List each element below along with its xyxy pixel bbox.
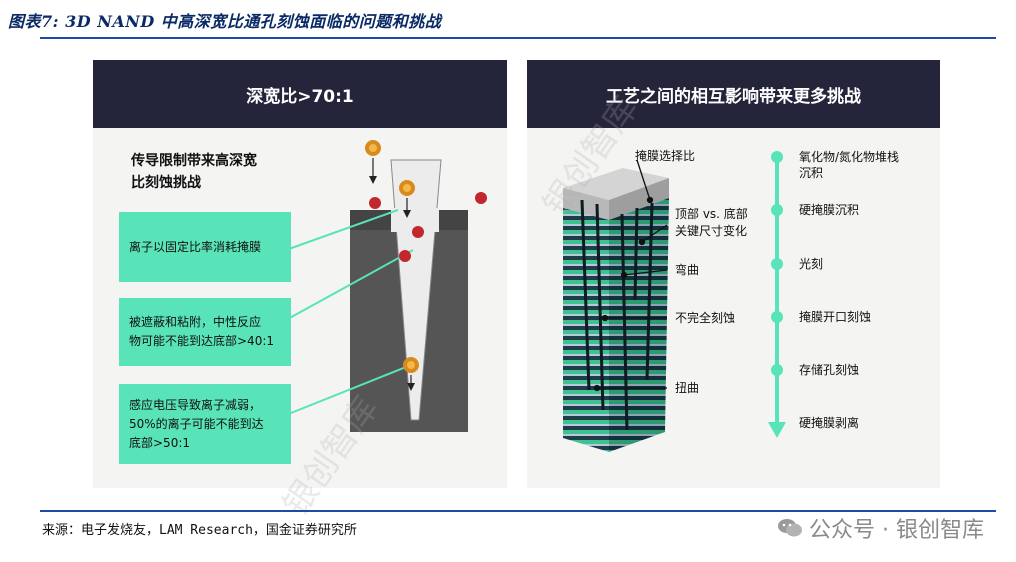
stack-side-face bbox=[609, 198, 669, 452]
label-bowing: 弯曲 bbox=[675, 263, 700, 277]
wechat-text: 公众号 · 银创智库 bbox=[809, 518, 984, 543]
neutral-particle-2 bbox=[475, 192, 487, 204]
ion-particle-2 bbox=[399, 180, 415, 218]
step-label-2: 硬掩膜沉积 bbox=[799, 203, 860, 217]
step-label-4: 掩膜开口刻蚀 bbox=[799, 310, 872, 324]
label-incomplete-etch: 不完全刻蚀 bbox=[675, 311, 736, 325]
top-rule bbox=[40, 37, 996, 39]
step-dot-3 bbox=[771, 258, 783, 270]
etch-hole-diagram bbox=[285, 140, 487, 432]
memory-holes bbox=[580, 199, 654, 431]
wechat-badge: 公众号 · 银创智库 bbox=[777, 512, 984, 544]
label-top-bottom-line-1: 顶部 vs. 底部 bbox=[675, 207, 748, 221]
ion-particle-1 bbox=[365, 140, 381, 184]
box-1-text: 离子以固定比率消耗掩膜 bbox=[129, 240, 262, 254]
box-2-line-1: 被遮蔽和粘附，中性反应 bbox=[129, 315, 262, 329]
source-note: 来源：电子发烧友，LAM Research，国金证券研究所 bbox=[42, 523, 357, 538]
right-panel: 工艺之间的相互影响带来更多挑战 bbox=[527, 60, 940, 488]
step-dot-5 bbox=[771, 364, 783, 376]
box-2-line-2: 物可能不能到达底部>40:1 bbox=[129, 334, 275, 348]
text-box-3: 感应电压导致离子减弱， 50%的离子可能不能到达 底部>50:1 bbox=[119, 384, 291, 464]
step-label-3: 光刻 bbox=[799, 257, 824, 271]
lead-line-1: 传导限制带来高深宽 bbox=[131, 153, 257, 169]
lead-text: 传导限制带来高深宽 比刻蚀挑战 bbox=[131, 150, 257, 194]
left-panel-header: 深宽比>70:1 bbox=[93, 60, 507, 128]
nand-stack-diagram bbox=[563, 151, 786, 452]
text-box-2: 被遮蔽和粘附，中性反应 物可能不能到达底部>40:1 bbox=[119, 298, 291, 366]
right-panel-header: 工艺之间的相互影响带来更多挑战 bbox=[527, 60, 940, 128]
wechat-icon bbox=[778, 519, 803, 537]
label-twisting: 扭曲 bbox=[675, 381, 700, 395]
step-1-line-1: 氧化物/氮化物堆栈 bbox=[799, 150, 900, 164]
connector-2 bbox=[285, 249, 414, 321]
left-panel: 深宽比>70:1 传导限制带来高深宽 比刻蚀挑战 bbox=[93, 60, 507, 488]
step-dot-4 bbox=[771, 311, 783, 323]
neutral-particle-1 bbox=[369, 197, 381, 209]
ion-particle-3 bbox=[403, 357, 419, 391]
label-mask-ratio: 掩膜选择比 bbox=[635, 149, 696, 163]
connector-3 bbox=[285, 364, 412, 416]
timeline-arrow bbox=[768, 422, 786, 438]
step-label-6: 硬掩膜剥离 bbox=[799, 416, 860, 430]
step-dot-1 bbox=[771, 151, 783, 163]
step-dot-2 bbox=[771, 204, 783, 216]
box-3-line-3: 底部>50:1 bbox=[129, 436, 191, 450]
figure-title: 图表7: 3D NAND 中高深宽比通孔刻蚀面临的问题和挑战 bbox=[8, 12, 442, 31]
box-3-line-2: 50%的离子可能不能到达 bbox=[129, 417, 264, 431]
step-1-line-2: 沉积 bbox=[799, 166, 824, 180]
label-top-bottom-line-2: 关键尺寸变化 bbox=[675, 224, 748, 238]
box-3-line-1: 感应电压导致离子减弱， bbox=[129, 398, 262, 412]
neutral-particle-4 bbox=[399, 250, 411, 262]
step-label-5: 存储孔刻蚀 bbox=[799, 363, 860, 377]
mask-slab-side bbox=[609, 178, 669, 220]
neutral-particle-3 bbox=[412, 226, 424, 238]
bottom-rule bbox=[40, 510, 996, 512]
text-box-1: 离子以固定比率消耗掩膜 bbox=[119, 212, 291, 282]
leader-lines bbox=[593, 159, 668, 392]
lead-line-2: 比刻蚀挑战 bbox=[131, 175, 201, 191]
step-label-1: 氧化物/氮化物堆栈 沉积 bbox=[799, 149, 899, 181]
connector-1 bbox=[285, 209, 399, 251]
label-top-bottom-cd: 顶部 vs. 底部 关键尺寸变化 bbox=[675, 206, 748, 240]
